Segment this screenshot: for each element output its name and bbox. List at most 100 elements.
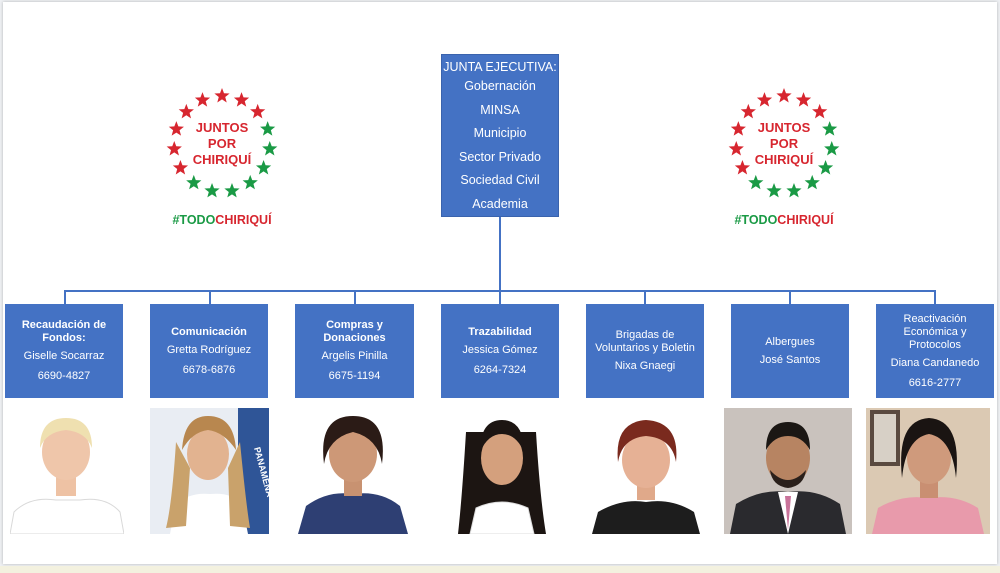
drop-connector <box>789 290 791 304</box>
portrait-photo-purchasing <box>288 408 418 534</box>
star-icon <box>734 160 751 175</box>
executive-board-box: JUNTA EJECUTIVA: Gobernación MINSA Munic… <box>441 54 559 217</box>
department-phone: 6264-7324 <box>473 363 527 376</box>
portrait-photo-communication: PANAMEÑA <box>150 408 269 534</box>
logo-text-chiriqui: CHIRIQUÍ <box>755 152 814 167</box>
star-icon <box>812 103 828 119</box>
drop-connector <box>354 290 356 304</box>
star-icon <box>178 103 194 119</box>
executive-member: Sector Privado <box>459 149 541 164</box>
department-lead: José Santos <box>759 353 821 366</box>
executive-member: Municipio <box>473 126 527 141</box>
star-ring-icon: JUNTOS POR CHIRIQUÍ #TODOCHIRIQUÍ <box>166 88 278 227</box>
star-icon <box>233 92 250 107</box>
portrait-image <box>436 408 568 534</box>
drop-connector <box>934 290 936 304</box>
department-box-traceability: Trazabilidad Jessica Gómez 6264-7324 <box>441 304 559 398</box>
hashtag-part-a: #TODO <box>734 213 777 227</box>
star-icon <box>204 182 220 198</box>
logo-text-por: POR <box>770 136 799 151</box>
department-lead: Gretta Rodríguez <box>166 343 252 356</box>
department-phone: 6675-1194 <box>328 370 381 382</box>
star-icon <box>186 174 202 190</box>
star-icon <box>242 174 258 190</box>
executive-member: Sociedad Civil <box>460 173 540 188</box>
star-icon <box>795 92 812 107</box>
department-box-reactivation: Reactivación Económica y Protocolos Dian… <box>876 304 994 398</box>
executive-member: Academia <box>472 196 528 211</box>
star-icon <box>172 160 189 175</box>
star-icon <box>250 103 266 119</box>
department-box-fundraising: Recaudación de Fondos: Giselle Socarraz … <box>5 304 123 398</box>
hashtag-part-b: CHIRIQUÍ <box>777 212 834 227</box>
department-box-purchasing: Compras y Donaciones Argelis Pinilla 667… <box>295 304 414 398</box>
portrait-photo-traceability <box>436 408 568 534</box>
department-name: Brigadas de Voluntarios y Boletin <box>595 329 695 354</box>
star-icon <box>168 121 184 136</box>
department-name: Compras y Donaciones <box>323 319 386 344</box>
portrait-photo-fundraising <box>10 408 124 534</box>
department-box-shelters: Albergues José Santos <box>731 304 849 398</box>
star-icon <box>224 182 240 198</box>
star-icon <box>748 174 764 190</box>
portrait-image <box>10 408 124 534</box>
department-name: Comunicación <box>171 325 247 338</box>
logo-text-por: POR <box>208 136 237 151</box>
juntos-por-chiriqui-logo-right: JUNTOS POR CHIRIQUÍ #TODOCHIRIQUÍ <box>726 86 842 228</box>
department-name: Trazabilidad <box>468 325 532 338</box>
star-icon <box>822 121 838 136</box>
department-phone: 6678-6876 <box>182 363 236 376</box>
portrait-photo-shelters <box>724 408 852 534</box>
department-phone: 6616-2777 <box>908 376 962 389</box>
star-icon <box>786 182 802 198</box>
portrait-photo-volunteers <box>588 408 704 534</box>
star-icon <box>728 141 744 156</box>
star-icon <box>194 92 211 107</box>
portrait-image <box>866 408 990 534</box>
juntos-por-chiriqui-logo-left: JUNTOS POR CHIRIQUÍ #TODOCHIRIQUÍ <box>164 86 280 228</box>
star-icon <box>776 88 792 103</box>
logo-hashtag: #TODOCHIRIQUÍ <box>172 212 272 227</box>
star-icon <box>817 160 834 175</box>
star-icon <box>214 88 230 103</box>
hashtag-part-a: #TODO <box>172 213 215 227</box>
executive-member: Gobernación <box>464 79 536 93</box>
logo-text-chiriqui: CHIRIQUÍ <box>193 152 252 167</box>
bottom-strip <box>0 566 1000 573</box>
department-lead: Argelis Pinilla <box>321 350 388 362</box>
department-lead: Nixa Gnaegi <box>614 360 676 372</box>
executive-member: MINSA <box>480 102 520 117</box>
star-icon <box>730 121 746 136</box>
star-icon <box>255 160 272 175</box>
portrait-image: PANAMEÑA <box>150 408 269 534</box>
drop-connector <box>499 290 501 304</box>
star-icon <box>766 182 782 198</box>
portrait-photo-reactivation <box>866 408 990 534</box>
star-icon <box>756 92 773 107</box>
logo-text-juntos: JUNTOS <box>196 120 249 135</box>
star-icon <box>260 121 276 136</box>
star-icon <box>740 103 756 119</box>
portrait-image <box>288 408 418 534</box>
executive-title: JUNTA EJECUTIVA: <box>443 60 557 74</box>
drop-connector <box>64 290 66 304</box>
star-icon <box>804 174 820 190</box>
trunk-connector <box>499 217 501 291</box>
star-icon <box>262 141 278 156</box>
drop-connector <box>209 290 211 304</box>
logo-text-juntos: JUNTOS <box>758 120 811 135</box>
department-lead: Giselle Socarraz <box>23 350 105 362</box>
portrait-image <box>588 408 704 534</box>
portrait-image <box>724 408 852 534</box>
department-lead: Diana Candanedo <box>890 356 980 369</box>
department-lead: Jessica Gómez <box>462 343 538 356</box>
department-phone: 6690-4827 <box>37 370 91 382</box>
department-box-communication: Comunicación Gretta Rodríguez 6678-6876 <box>150 304 268 398</box>
drop-connector <box>644 290 646 304</box>
department-name: Recaudación de Fondos: <box>21 319 107 344</box>
logo-hashtag: #TODOCHIRIQUÍ <box>734 212 834 227</box>
star-icon <box>166 141 182 156</box>
star-icon <box>824 141 840 156</box>
department-name: Reactivación Económica y Protocolos <box>903 312 967 351</box>
department-name: Albergues <box>765 335 815 348</box>
